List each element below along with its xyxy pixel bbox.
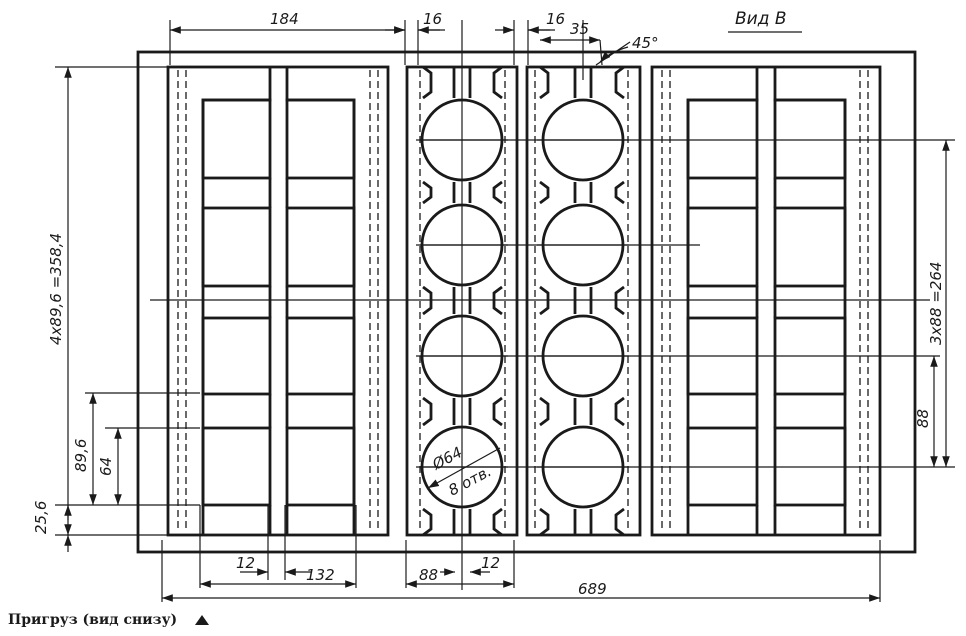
dim-16-right: 16: [546, 10, 565, 28]
dim-88-right: 88: [914, 409, 932, 428]
right-hole-channel: [525, 65, 642, 537]
right-e-panel: [650, 65, 882, 537]
e-slot-right: [285, 426, 356, 507]
hole-callout: Ø64 8 отв.: [427, 443, 501, 500]
dim-88-bottom: 88: [419, 566, 438, 584]
e-slot-right: [773, 206, 847, 288]
e-slot-left: [201, 316, 272, 396]
right-dimensions: 3x88 =264 88: [914, 140, 950, 467]
triangle-up-icon: [195, 615, 210, 625]
dim-64: 64: [97, 457, 115, 476]
dim-184: 184: [270, 10, 299, 28]
center-lines: [150, 20, 955, 590]
e-slot-right: [285, 98, 356, 180]
dim-132: 132: [306, 566, 335, 584]
e-slot-left: [201, 426, 272, 507]
dim-689: 689: [578, 580, 607, 598]
hole-diameter-label: Ø64: [429, 443, 466, 474]
bottom-dimensions: 12 132 88 12 689: [161, 505, 881, 602]
left-e-panel: [166, 65, 390, 537]
dim-89-6: 89,6: [72, 439, 90, 472]
view-title: Вид В: [735, 9, 787, 29]
plate-outline: [136, 50, 917, 554]
e-slot-left: [686, 206, 759, 288]
dim-4x89-6: 4x89,6 =358,4: [47, 233, 65, 345]
caption-text: Пригруз (вид снизу): [8, 612, 178, 628]
dim-16-left: 16: [423, 10, 442, 28]
dim-angle-45: 45°: [632, 34, 659, 52]
dim-25-6: 25,6: [32, 501, 50, 534]
dim-35: 35: [570, 20, 589, 38]
e-slot-left: [686, 98, 759, 180]
dim-3x88: 3x88 =264: [927, 262, 945, 345]
dim-12-right: 12: [481, 554, 500, 572]
e-slot-left: [201, 98, 272, 180]
hole-count-label: 8 отв.: [445, 462, 494, 499]
top-dimensions: 184 16 16 35 45°: [169, 10, 659, 66]
dim-12-left: 12: [236, 554, 255, 572]
e-slot-right: [773, 98, 847, 180]
figure-caption: Пригруз (вид снизу): [8, 612, 210, 628]
e-slot-right: [285, 206, 356, 288]
e-slot-right: [285, 316, 356, 396]
left-dimensions: 4x89,6 =358,4 89,6 64 25,6: [32, 66, 200, 552]
e-slot-left: [201, 206, 272, 288]
